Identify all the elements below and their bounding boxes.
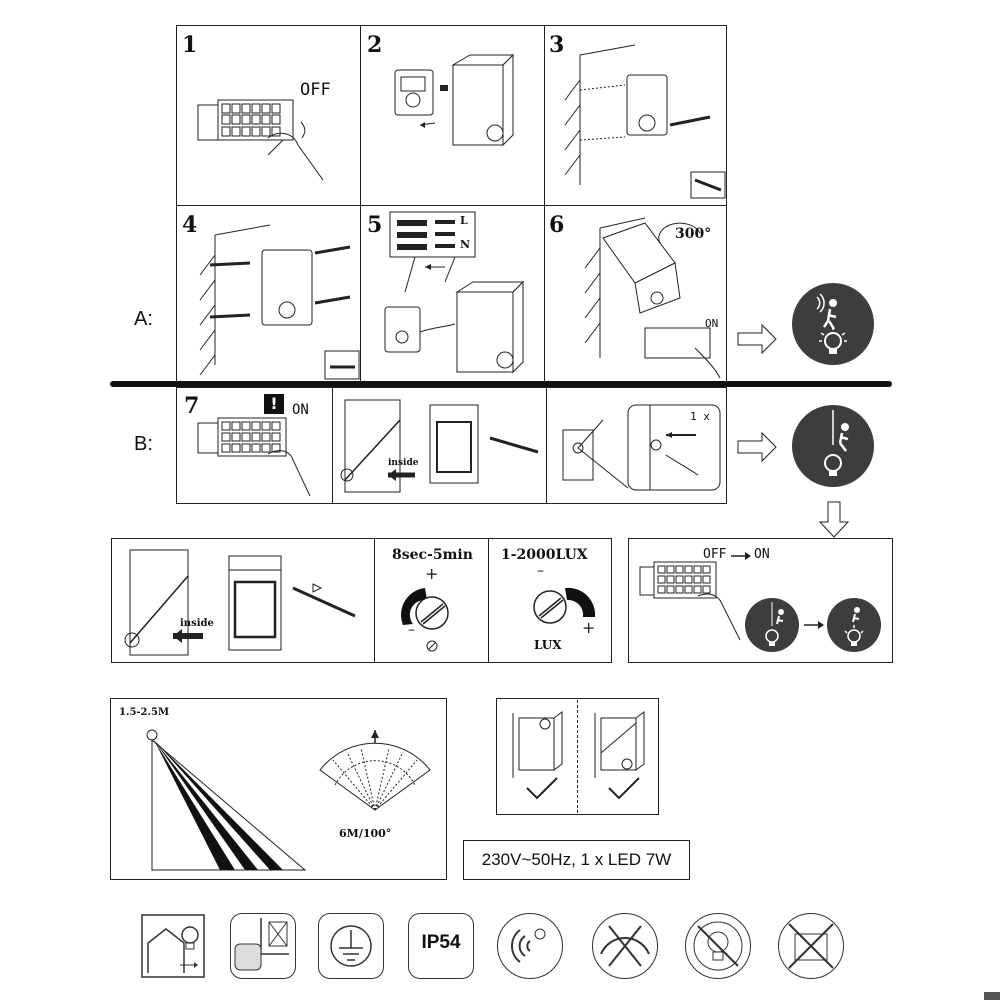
wiring-illustration	[384, 211, 525, 374]
switch-on-text: ON	[754, 547, 770, 562]
step-7-number: 7	[184, 393, 200, 419]
step-4-number: 4	[182, 212, 198, 238]
lamp-disassembly-illustration	[394, 53, 515, 147]
breaker-switch-illustration-2	[639, 561, 741, 641]
time-plus-label: +	[425, 564, 439, 583]
inside-label-b: inside	[388, 458, 419, 468]
corner-marker	[984, 992, 1000, 1000]
no-disposal-icon	[778, 913, 844, 979]
breaker-switch-on-illustration	[197, 417, 311, 497]
time-knob-icon[interactable]	[395, 580, 465, 660]
press-count-text: 1 x	[690, 410, 710, 423]
lux-knob-icon[interactable]	[525, 582, 600, 632]
rotate-lamp-illustration	[584, 217, 721, 379]
warning-icon: !	[264, 394, 284, 414]
sensor-day-icon	[827, 598, 881, 652]
step-5-number: 5	[367, 212, 383, 238]
arrow-right-icon-b	[737, 431, 777, 463]
no-cover-icon	[230, 913, 296, 979]
step-6-number: 6	[549, 212, 565, 238]
arrow-small-icon	[731, 552, 751, 560]
detection-top-view	[319, 730, 431, 811]
motion-sensor-icon	[497, 913, 563, 979]
breaker-switch-illustration	[197, 99, 324, 181]
wire-label-l: L	[460, 214, 468, 227]
section-divider	[110, 381, 892, 387]
drill-wall-illustration	[564, 44, 726, 199]
mount-orientation-divider	[577, 700, 578, 813]
lamp-open-cover-illustration	[340, 399, 539, 493]
reset-button-illustration	[562, 404, 721, 491]
mount-height-label: 1.5-2.5M	[119, 707, 170, 718]
rotation-angle-text: 300°	[675, 226, 712, 242]
mount-down-illustration	[512, 711, 645, 800]
mount-screws-illustration	[199, 224, 360, 380]
sensor-motion-light-icon-b	[792, 405, 874, 487]
power-spec-label: 230V~50Hz, 1 x LED 7W	[463, 840, 690, 880]
sensor-night-icon	[745, 598, 799, 652]
step-1-number: 1	[182, 32, 198, 58]
step-3-number: 3	[549, 32, 565, 58]
sensor-motion-light-icon	[792, 283, 874, 365]
switch-off-text: OFF	[703, 547, 727, 562]
step-7-on-text: ON	[292, 402, 309, 418]
time-range-label: 8sec-5min	[392, 547, 473, 563]
section-b-label: B:	[134, 433, 153, 455]
led-not-replaceable-icon	[685, 913, 751, 979]
lux-range-label: 1-2000LUX	[501, 547, 588, 563]
arrow-small-icon-2	[804, 621, 824, 629]
arrow-right-icon	[737, 323, 777, 355]
inside-label-adjust: inside	[180, 618, 214, 629]
ip54-text: IP54	[421, 932, 461, 953]
no-dimmer-icon	[592, 913, 658, 979]
step-6-on-text: ON	[705, 317, 719, 330]
lux-minus-label: –	[537, 563, 544, 579]
step-1-off-text: OFF	[300, 80, 331, 100]
adjust-divider-1	[374, 538, 375, 663]
adjust-divider-2	[488, 538, 489, 663]
lux-label: LUX	[534, 638, 562, 652]
ip54-icon: IP54	[408, 913, 474, 979]
lux-plus-label: +	[582, 618, 596, 637]
ground-icon	[318, 913, 384, 979]
time-minus-label: –	[408, 622, 415, 638]
section-a-label: A:	[134, 308, 153, 330]
wire-label-n: N	[460, 238, 471, 251]
detection-range-label: 6M/100°	[339, 827, 392, 840]
detection-side-view	[146, 729, 307, 871]
adjust-panel	[111, 538, 612, 663]
step-2-number: 2	[367, 32, 383, 58]
cover-removal-illustration	[124, 549, 356, 656]
arrow-down-icon	[818, 501, 850, 538]
house-lamp-icon	[140, 913, 206, 979]
